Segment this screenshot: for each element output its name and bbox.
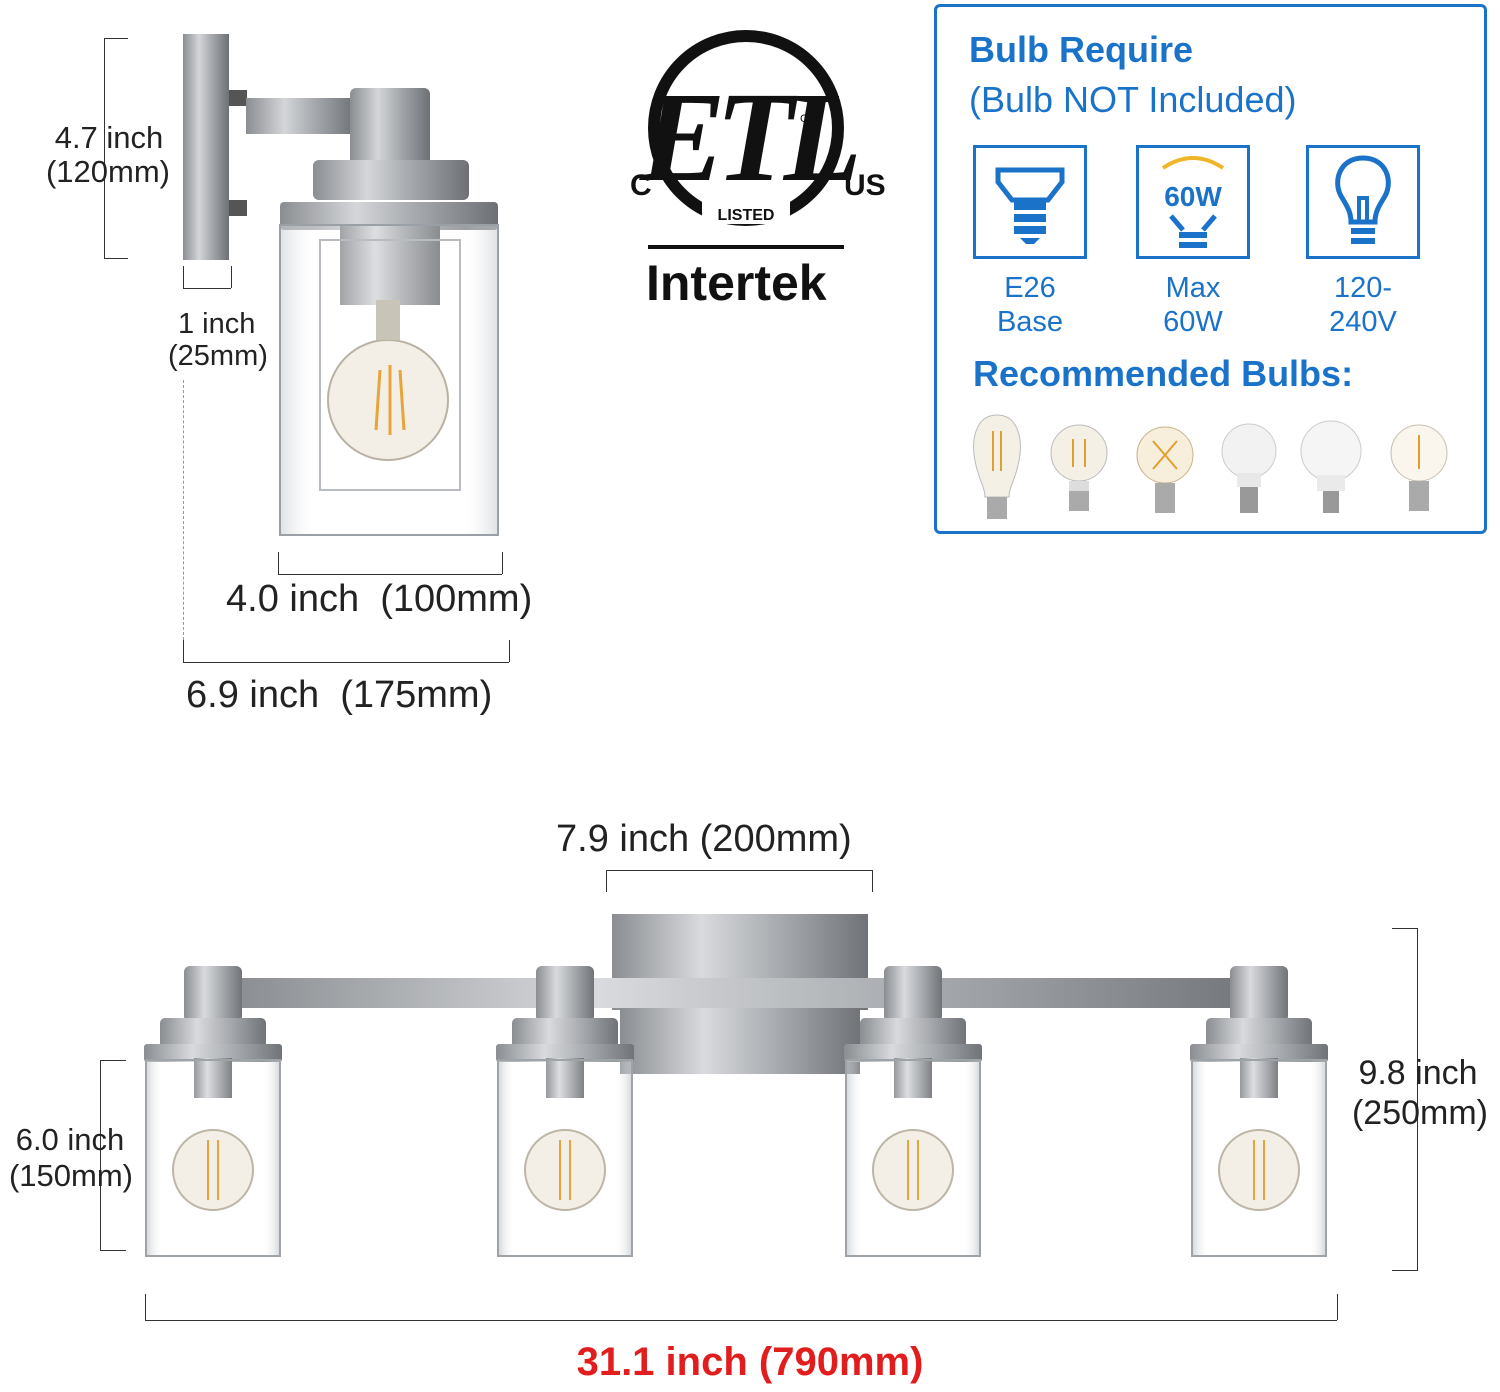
voltage-box [1306, 145, 1420, 259]
total-height-mm-label: (250mm) [1351, 1094, 1489, 1132]
shade-height-label: 6.0 inch [15, 1122, 125, 1157]
backplate-depth-mm-label: (25mm) [168, 340, 268, 372]
etl-listed-text: LISTED [718, 207, 775, 224]
bulb-requirements-panel: Bulb Require (Bulb NOT Included) E26 Bas… [934, 4, 1487, 534]
bulb-not-included-subtitle: (Bulb NOT Included) [969, 79, 1297, 120]
total-height-label: 9.8 inch [1358, 1054, 1478, 1092]
depth-label: 6.9 inch (175mm) [186, 674, 493, 716]
intertek-brand: Intertek [646, 255, 827, 311]
max-wattage-icon: 60W [1161, 156, 1225, 248]
a19-filament-bulb-icon [1050, 424, 1108, 511]
recommended-bulbs-title: Recommended Bulbs: [973, 353, 1354, 394]
spec-voltage-label: 120- 240V [1293, 271, 1433, 339]
a19-vintage-bulb-icon [1136, 426, 1194, 513]
spec-wattage-line2: 60W [1163, 306, 1223, 338]
front-fixture-image [143, 914, 1329, 1257]
lightbulb-icon [1335, 155, 1391, 244]
bulb-base-icon [995, 167, 1065, 244]
a19-led-bulb-icon [1221, 423, 1277, 513]
etl-mark-text: ETL [639, 66, 857, 208]
spec-voltage-line1: 120- [1333, 272, 1393, 304]
spec-base-label: E26 Base [960, 271, 1100, 339]
side-height-mm-label: (120mm) [45, 154, 170, 189]
recommended-bulbs-row [973, 414, 1448, 519]
etl-cm-text: CM [800, 113, 817, 125]
spec-base-line2: Base [996, 306, 1064, 338]
max-wattage-box: 60W [1136, 145, 1250, 259]
st64-filament-bulb-icon [973, 414, 1021, 519]
backplate-depth-label: 1 inch [178, 308, 256, 340]
spec-wattage-label: Max 60W [1123, 271, 1263, 339]
side-height-label: 4.7 inch [54, 120, 164, 155]
spec-voltage-line2: 240V [1329, 306, 1397, 338]
total-width-label: 31.1 inch (790mm) [576, 1340, 924, 1384]
etl-listed-logo: ETL C US CM LISTED [630, 30, 886, 226]
a19-clear-bulb-icon [1390, 424, 1448, 511]
spec-base-line1: E26 [1004, 272, 1056, 304]
spec-wattage-line1: Max [1165, 272, 1221, 304]
side-fixture-image [183, 34, 499, 536]
etl-c-text: C [630, 169, 652, 202]
etl-certification: ETL C US CM LISTED Intertek [620, 30, 890, 320]
e26-base-box [973, 145, 1087, 259]
shade-width-label: 4.0 inch (100mm) [226, 578, 533, 620]
shade-height-mm-label: (150mm) [8, 1158, 133, 1193]
bulb-require-title: Bulb Require [969, 29, 1194, 70]
a21-led-bulb-icon [1300, 420, 1362, 513]
etl-us-text: US [844, 169, 886, 202]
backplate-width-label: 7.9 inch (200mm) [556, 818, 852, 860]
wattage-badge-text: 60W [1164, 181, 1222, 212]
